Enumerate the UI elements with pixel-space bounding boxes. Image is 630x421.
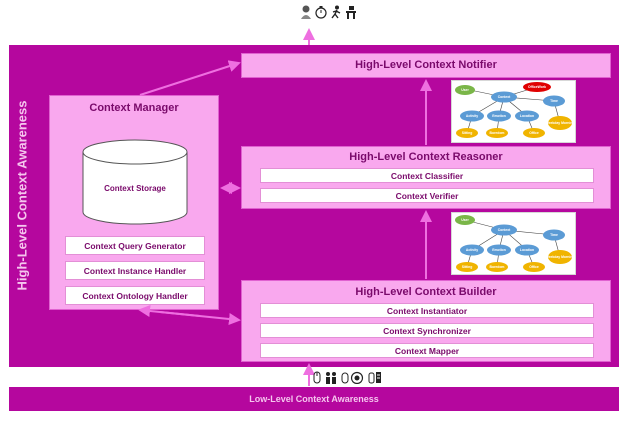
context-instantiator: Context Instantiator [260, 303, 594, 318]
context-verifier: Context Verifier [260, 188, 594, 203]
svg-text:Context: Context [498, 228, 511, 232]
svg-text:Boredom: Boredom [490, 131, 505, 135]
node-user [455, 85, 475, 95]
running-person-icon [331, 5, 341, 19]
svg-text:User: User [461, 88, 469, 92]
context-storage-label: Context Storage [104, 184, 166, 193]
svg-text:Emotion: Emotion [492, 248, 506, 252]
context-manager-title: Context Manager [89, 102, 179, 114]
svg-text:Activity: Activity [466, 248, 478, 252]
context-manager-panel: Context Manager Context Storage Context … [49, 95, 219, 310]
context-ontology-handler: Context Ontology Handler [65, 286, 205, 305]
svg-text:Activity: Activity [466, 114, 478, 118]
node-activity [460, 110, 484, 122]
svg-text:Context: Context [498, 95, 511, 99]
node-user [455, 215, 475, 225]
low-level-context-awareness-bar: Low-Level Context Awareness [9, 387, 619, 411]
svg-text:Location: Location [520, 114, 534, 118]
node-weekday-morning [548, 250, 572, 264]
mouse-icon [313, 371, 321, 384]
high-level-context-notifier-panel: High-Level Context Notifier [241, 53, 611, 78]
node-activity [460, 244, 484, 256]
node-emotion [487, 110, 511, 122]
builder-title: High-Level Context Builder [355, 286, 497, 298]
svg-text:Emotion: Emotion [492, 114, 506, 118]
node-officework [523, 82, 551, 92]
svg-text:Office: Office [529, 265, 539, 269]
node-emotion [487, 244, 511, 256]
node-sitting [456, 262, 478, 272]
svg-text:Boredom: Boredom [490, 265, 505, 269]
ontology-graph-1: User Context OfficeWork Activity Emotion… [451, 80, 576, 143]
svg-text:Weekday Morning: Weekday Morning [546, 121, 575, 125]
low-level-context-awareness-label: Low-Level Context Awareness [249, 394, 379, 404]
sensor-icons [313, 371, 382, 384]
svg-text:Time: Time [550, 99, 558, 103]
webcam-icon [341, 371, 364, 384]
desk-icon [346, 6, 356, 19]
node-location [515, 244, 539, 256]
node-context [491, 224, 517, 236]
node-time [543, 95, 565, 107]
arrow-manager-to-notifier [139, 60, 241, 96]
stopwatch-icon [315, 6, 327, 19]
node-location [515, 110, 539, 122]
ontology-graph-2: User Context Activity Emotion Location T… [451, 212, 576, 275]
node-weekday-morning [548, 116, 572, 130]
svg-text:Sitting: Sitting [462, 131, 473, 135]
context-storage-cylinder [82, 139, 188, 225]
reasoner-title: High-Level Context Reasoner [349, 151, 503, 163]
svg-text:Time: Time [550, 233, 558, 237]
high-level-context-builder-panel: High-Level Context Builder Context Insta… [241, 280, 611, 362]
node-time [543, 229, 565, 241]
node-office [523, 128, 545, 138]
high-level-context-reasoner-panel: High-Level Context Reasoner Context Clas… [241, 146, 611, 209]
arrow-builder-manager-b [159, 311, 241, 325]
svg-text:Location: Location [520, 248, 534, 252]
context-instance-handler: Context Instance Handler [65, 261, 205, 280]
context-mapper: Context Mapper [260, 343, 594, 358]
phone-icon [368, 372, 381, 384]
svg-text:OfficeWork: OfficeWork [528, 85, 546, 89]
svg-text:User: User [461, 218, 469, 222]
context-classifier: Context Classifier [260, 168, 594, 183]
context-synchronizer: Context Synchronizer [260, 323, 594, 338]
svg-text:Office: Office [529, 131, 539, 135]
node-sitting [456, 128, 478, 138]
top-user-icons [300, 5, 357, 19]
people-icon [326, 372, 336, 384]
notifier-title: High-Level Context Notifier [355, 59, 497, 71]
svg-text:Sitting: Sitting [462, 265, 473, 269]
person-icon [301, 5, 311, 19]
svg-text:Weekday Morning: Weekday Morning [546, 255, 575, 259]
context-query-generator: Context Query Generator [65, 236, 205, 255]
node-boredom [486, 262, 508, 272]
node-boredom [486, 128, 508, 138]
node-context [491, 91, 517, 103]
node-office [523, 262, 545, 272]
